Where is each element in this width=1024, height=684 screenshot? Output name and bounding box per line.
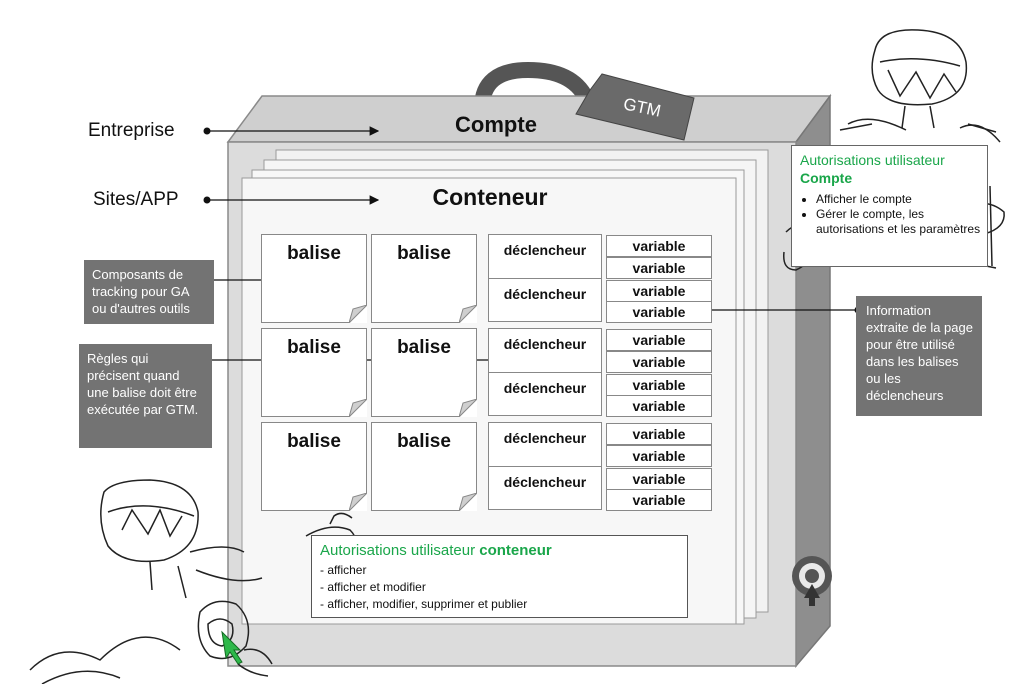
account-permission-item: Afficher le compte <box>816 192 992 207</box>
tag-card: balise <box>261 234 367 323</box>
trigger-label: déclencheur <box>503 286 587 302</box>
account-permissions-list: Afficher le compte Gérer le compte, les … <box>802 192 992 237</box>
variable-item: variable <box>606 301 712 323</box>
cursor-icon <box>221 630 243 665</box>
account-permissions-title: Autorisations utilisateur <box>800 152 945 168</box>
variable-item: variable <box>606 489 712 511</box>
tag-card: balise <box>371 234 477 323</box>
callout-trigger-rules: Règles qui précisent quand une balise do… <box>79 344 212 448</box>
trigger-group: déclencheur déclencheur <box>488 234 602 322</box>
account-permission-item: Gérer le compte, les autorisations et le… <box>816 207 992 237</box>
briefcase-handle <box>474 61 594 109</box>
trigger-group: déclencheur déclencheur <box>488 328 602 416</box>
trigger-label: déclencheur <box>503 474 587 490</box>
tag-card: balise <box>371 328 477 417</box>
label-entreprise: Entreprise <box>88 120 175 141</box>
variable-item: variable <box>606 257 712 279</box>
variable-item: variable <box>606 235 712 257</box>
tag-card: balise <box>261 422 367 511</box>
callout-variable-info: Information extraite de la page pour êtr… <box>856 296 982 416</box>
callout-tracking-components: Composants de tracking pour GA ou d'autr… <box>84 260 214 324</box>
container-permission-item: - afficher et modifier <box>320 580 426 594</box>
gtm-tag-body <box>575 73 695 141</box>
trigger-label: déclencheur <box>503 336 587 352</box>
container-title: Conteneur <box>432 184 548 210</box>
label-sites-app: Sites/APP <box>93 189 179 210</box>
tag-card: balise <box>371 422 477 511</box>
variable-item: variable <box>606 329 712 351</box>
trigger-label: déclencheur <box>503 430 587 446</box>
container-permission-item: - afficher, modifier, supprimer et publi… <box>320 597 528 611</box>
container-permissions-box: Autorisations utilisateur conteneur - af… <box>311 535 688 618</box>
container-permission-item: - afficher <box>320 563 367 577</box>
trigger-label: déclencheur <box>503 380 587 396</box>
variable-item: variable <box>606 351 712 373</box>
lock-pointer-icon <box>804 584 820 606</box>
tag-card: balise <box>261 328 367 417</box>
variable-item: variable <box>606 423 712 445</box>
variable-item: variable <box>606 445 712 467</box>
trigger-group: déclencheur déclencheur <box>488 422 602 510</box>
variable-item: variable <box>606 468 712 490</box>
container-permissions-title: Autorisations utilisateur conteneur <box>320 542 552 559</box>
account-permissions-box: Autorisations utilisateur Compte Affiche… <box>791 145 988 267</box>
variable-item: variable <box>606 280 712 302</box>
trigger-label: déclencheur <box>503 242 587 258</box>
variable-item: variable <box>606 395 712 417</box>
account-permissions-subtitle: Compte <box>800 170 853 186</box>
account-title: Compte <box>455 112 537 137</box>
variable-item: variable <box>606 374 712 396</box>
